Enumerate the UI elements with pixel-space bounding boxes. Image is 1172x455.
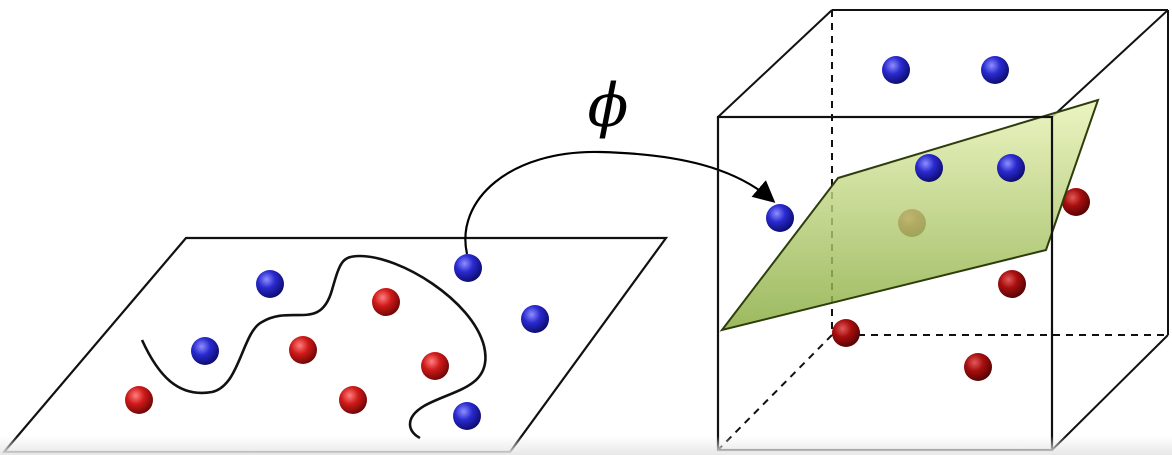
feature-point-blue	[981, 56, 1009, 84]
feature-point-red	[964, 353, 992, 381]
mapping-function-label: ϕ	[587, 71, 629, 141]
input-point-blue	[191, 337, 219, 365]
feature-point-blue	[915, 154, 943, 182]
input-point-red	[372, 288, 400, 316]
input-point-red	[421, 352, 449, 380]
input-point-red	[125, 386, 153, 414]
nonlinear-decision-boundary	[140, 254, 487, 440]
feature-point-red	[832, 319, 860, 347]
input-point-red	[339, 386, 367, 414]
cube-edge	[717, 9, 833, 118]
input-space	[1, 236, 669, 454]
input-point-blue	[256, 270, 284, 298]
feature-point-blue	[997, 154, 1025, 182]
cube-edge	[1051, 9, 1169, 118]
feature-point-red	[1062, 188, 1090, 216]
feature-point-blue	[766, 204, 794, 232]
cube-hidden-edge	[717, 334, 833, 451]
feature-point-red	[998, 270, 1026, 298]
feature-space	[716, 9, 1169, 452]
mapping-arrow	[464, 150, 776, 255]
input-space-plane	[1, 236, 669, 454]
input-point-blue	[454, 254, 482, 282]
feature-point-blue	[882, 56, 910, 84]
input-point-red	[289, 336, 317, 364]
input-point-blue	[453, 402, 481, 430]
input-point-blue	[521, 305, 549, 333]
cube-edge	[1051, 334, 1169, 451]
